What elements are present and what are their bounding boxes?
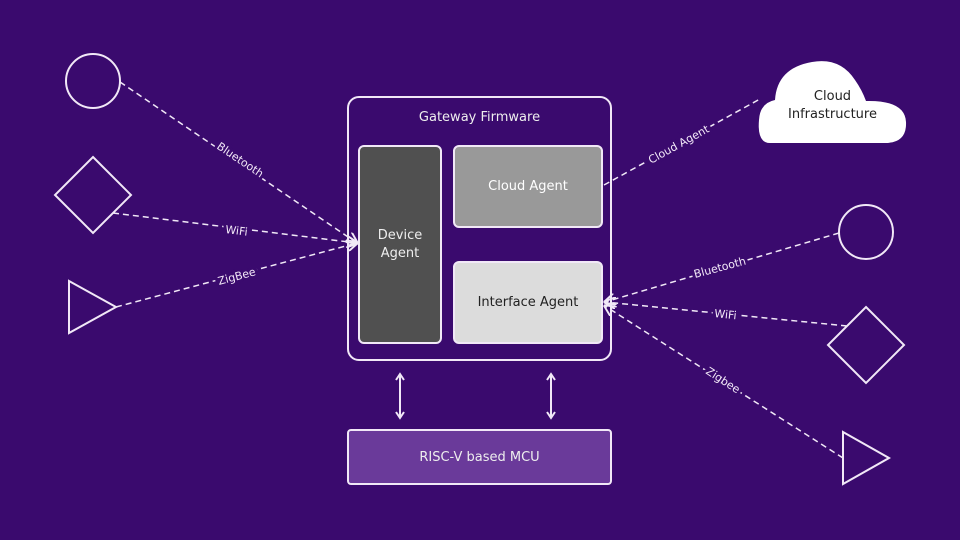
arrowhead [546,372,556,420]
left-diamond-device [53,155,133,235]
cloud-shape [758,61,907,143]
right-diamond-device [826,305,906,385]
label-cloud-link: Cloud Agent [646,122,712,166]
label-right-wifi: WiFi [714,307,738,322]
left-triangle-device [68,279,119,335]
mcu-box: RISC-V based MCU [347,429,612,485]
gateway-firmware-title: Gateway Firmware [418,110,541,125]
link-right-zigbee [605,306,844,459]
cloud-agent-label: Cloud Agent [488,179,568,194]
label-left-bluetooth: Bluetooth [214,140,266,181]
link-left-bluetooth [119,81,357,243]
right-circle-device [838,204,894,260]
right-triangle-device [842,430,892,486]
link-right-wifi [605,302,848,327]
arrowhead [395,372,405,420]
device-agent-label: Device Agent [377,227,423,261]
device-agent-box: Device Agent [358,145,442,344]
interface-agent-box: Interface Agent [453,261,603,344]
label-right-zigbee: Zigbee [703,365,742,397]
gateway-firmware-box [347,96,612,361]
interface-agent-label: Interface Agent [477,295,579,310]
label-right-bluetooth: Bluetooth [692,255,747,281]
cloud-agent-box: Cloud Agent [453,145,603,228]
left-circle-device [65,53,121,109]
label-left-zigbee: ZigBee [216,265,257,288]
link-right-bluetooth [605,232,840,302]
cloud-infrastructure-label: Cloud Infrastructure [788,89,877,122]
label-left-wifi: WiFi [225,223,249,239]
link-left-zigbee [115,243,357,308]
mcu-label: RISC-V based MCU [419,449,540,465]
link-left-wifi [112,212,357,243]
